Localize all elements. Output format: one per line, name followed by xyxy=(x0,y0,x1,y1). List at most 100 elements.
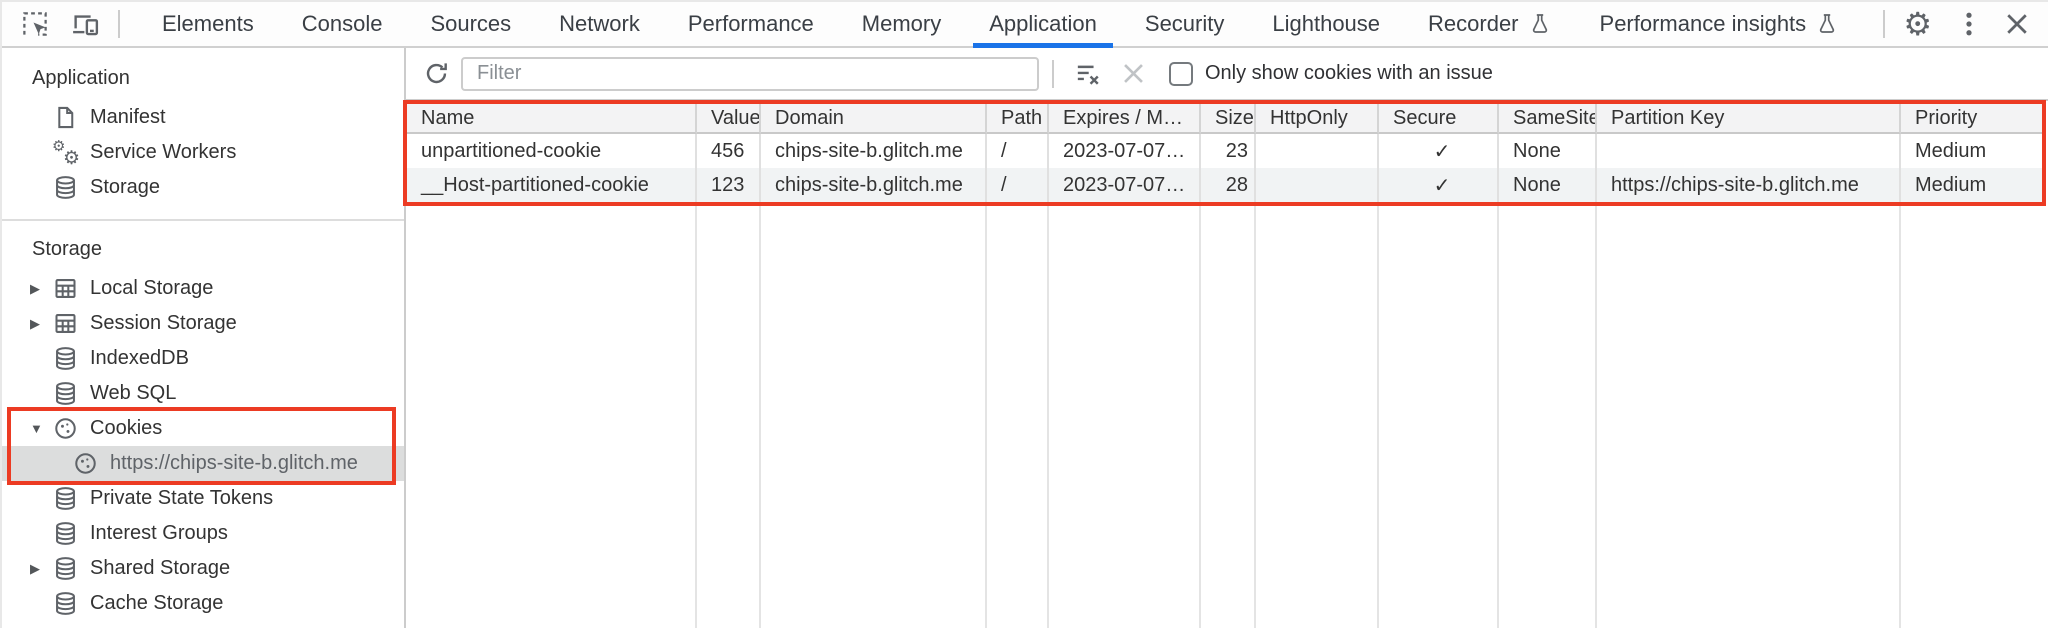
sidebar-item-service-workers[interactable]: ⚙⚙Service Workers xyxy=(2,135,404,170)
sidebar-item-manifest[interactable]: Manifest xyxy=(2,100,404,135)
column-header-size[interactable]: Size xyxy=(1201,104,1256,134)
clear-filter-icon[interactable] xyxy=(1067,54,1107,94)
sidebar-item-private-state-tokens[interactable]: Private State Tokens xyxy=(2,481,404,516)
tab-label: Elements xyxy=(162,11,254,36)
column-header-httponly[interactable]: HttpOnly xyxy=(1256,104,1379,134)
tab-recorder[interactable]: Recorder xyxy=(1404,2,1575,46)
section-title-storage: Storage xyxy=(32,237,103,260)
sidebar-item-https-chips-site-b-glitch-me[interactable]: https://chips-site-b.glitch.me xyxy=(2,446,404,481)
sidebar-item-label: Web SQL xyxy=(90,382,177,404)
grid-line-column xyxy=(761,202,987,628)
cell-priority[interactable]: Medium xyxy=(1915,173,1987,196)
sidebar-item-indexeddb[interactable]: IndexedDB xyxy=(2,341,404,376)
cell-domain[interactable]: chips-site-b.glitch.me xyxy=(761,134,987,168)
tab-network[interactable]: Network xyxy=(535,2,664,46)
cell-secure[interactable]: ✓ xyxy=(1379,168,1499,202)
sidebar-item-label: Manifest xyxy=(90,106,166,128)
more-menu-icon[interactable] xyxy=(1952,7,1986,41)
cell-name[interactable]: __Host-partitioned-cookie xyxy=(407,168,697,202)
tab-security[interactable]: Security xyxy=(1121,2,1248,46)
cell-path[interactable]: / xyxy=(987,134,1049,168)
tab-elements[interactable]: Elements xyxy=(138,2,278,46)
tab-label: Lighthouse xyxy=(1272,11,1381,36)
column-header-path[interactable]: Path xyxy=(987,104,1049,134)
column-header-priority[interactable]: Priority xyxy=(1901,104,2042,134)
cell-size[interactable]: 23 xyxy=(1201,134,1256,168)
column-header-domain[interactable]: Domain xyxy=(761,104,987,134)
section-title-application: Application xyxy=(32,66,130,89)
sidebar-item-session-storage[interactable]: ▶ Session Storage xyxy=(2,306,404,341)
cell-samesite[interactable]: None xyxy=(1499,168,1597,202)
grid-line-column xyxy=(1597,202,1901,628)
cell-partition-key[interactable] xyxy=(1597,134,1901,168)
sidebar-item-label: https://chips-site-b.glitch.me xyxy=(110,452,358,474)
refresh-icon[interactable] xyxy=(419,57,453,91)
cell-httponly[interactable] xyxy=(1256,134,1379,168)
column-header-name[interactable]: Name xyxy=(407,104,697,134)
toolbar-divider xyxy=(1883,10,1886,38)
flask-icon xyxy=(1528,12,1552,36)
sidebar-item-label: Session Storage xyxy=(90,312,237,334)
column-header-samesite[interactable]: SameSite xyxy=(1499,104,1597,134)
filter-input[interactable] xyxy=(461,56,1039,91)
cell-value[interactable]: 456 xyxy=(697,134,761,168)
cell-expires-m[interactable]: 2023-07-07… xyxy=(1049,134,1201,168)
sidebar-item-web-sql[interactable]: Web SQL xyxy=(2,376,404,411)
chevron-right-icon[interactable]: ▶ xyxy=(30,560,40,576)
cell-httponly[interactable] xyxy=(1256,168,1379,202)
column-header-value[interactable]: Value xyxy=(697,104,761,134)
sidebar-item-cookies[interactable]: ▼Cookies xyxy=(2,411,404,446)
tab-performance-insights[interactable]: Performance insights xyxy=(1576,2,1864,46)
tab-label: Application xyxy=(989,11,1097,36)
sidebar-item-storage[interactable]: Storage xyxy=(2,170,404,205)
tab-memory[interactable]: Memory xyxy=(838,2,965,46)
column-header-expires-m[interactable]: Expires / M… xyxy=(1049,104,1201,134)
tab-lighthouse[interactable]: Lighthouse xyxy=(1248,2,1404,46)
cell-name[interactable]: unpartitioned-cookie xyxy=(407,134,697,168)
database-icon xyxy=(52,174,79,201)
sidebar-item-local-storage[interactable]: ▶Local Storage xyxy=(2,271,404,306)
device-toolbar-icon[interactable] xyxy=(68,7,102,41)
cookies-highlight-box: ▼Cookies https://chips-site-b.glitch.me xyxy=(2,407,404,485)
cell-path[interactable]: / xyxy=(987,168,1049,202)
tab-application[interactable]: Application xyxy=(965,2,1121,48)
sidebar-item-interest-groups[interactable]: Interest Groups xyxy=(2,516,404,551)
chevron-right-icon[interactable]: ▶ xyxy=(30,280,40,296)
cell-priority[interactable]: Medium xyxy=(1915,139,1987,162)
tab-sources[interactable]: Sources xyxy=(406,2,535,46)
grid-line-column xyxy=(697,202,761,628)
column-header-partition-key[interactable]: Partition Key xyxy=(1597,104,1901,134)
settings-gear-icon[interactable]: ⚙ xyxy=(1903,6,1932,42)
database-icon xyxy=(52,380,79,407)
clear-x-icon[interactable] xyxy=(1113,54,1153,94)
tab-performance[interactable]: Performance xyxy=(664,2,838,46)
tab-console[interactable]: Console xyxy=(278,2,407,46)
tab-label: Sources xyxy=(430,11,512,36)
sidebar-item-cache-storage[interactable]: Cache Storage xyxy=(2,586,404,621)
sidebar-item-shared-storage[interactable]: ▶Shared Storage xyxy=(2,551,404,586)
cell-domain[interactable]: chips-site-b.glitch.me xyxy=(761,168,987,202)
cell-samesite[interactable]: None xyxy=(1499,134,1597,168)
toolbar-divider xyxy=(1052,59,1054,88)
column-header-secure[interactable]: Secure xyxy=(1379,104,1499,134)
cookie-icon xyxy=(52,415,79,442)
only-issue-cookies-label[interactable]: Only show cookies with an issue xyxy=(1205,62,1493,84)
flask-icon xyxy=(1815,12,1839,36)
cell-value[interactable]: 123 xyxy=(697,168,761,202)
only-issue-cookies-checkbox[interactable] xyxy=(1169,61,1193,86)
cell-partition-key[interactable]: https://chips-site-b.glitch.me xyxy=(1597,168,1901,202)
cell-secure[interactable]: ✓ xyxy=(1379,134,1499,168)
chevron-down-icon[interactable]: ▼ xyxy=(30,421,43,436)
chevron-right-icon[interactable]: ▶ xyxy=(30,315,40,331)
cell-expires-m[interactable]: 2023-07-07… xyxy=(1049,168,1201,202)
inspect-icon[interactable] xyxy=(18,7,52,41)
grid-line-column xyxy=(1201,202,1256,628)
close-icon[interactable] xyxy=(2000,7,2034,41)
cell-size[interactable]: 28 xyxy=(1201,168,1256,202)
